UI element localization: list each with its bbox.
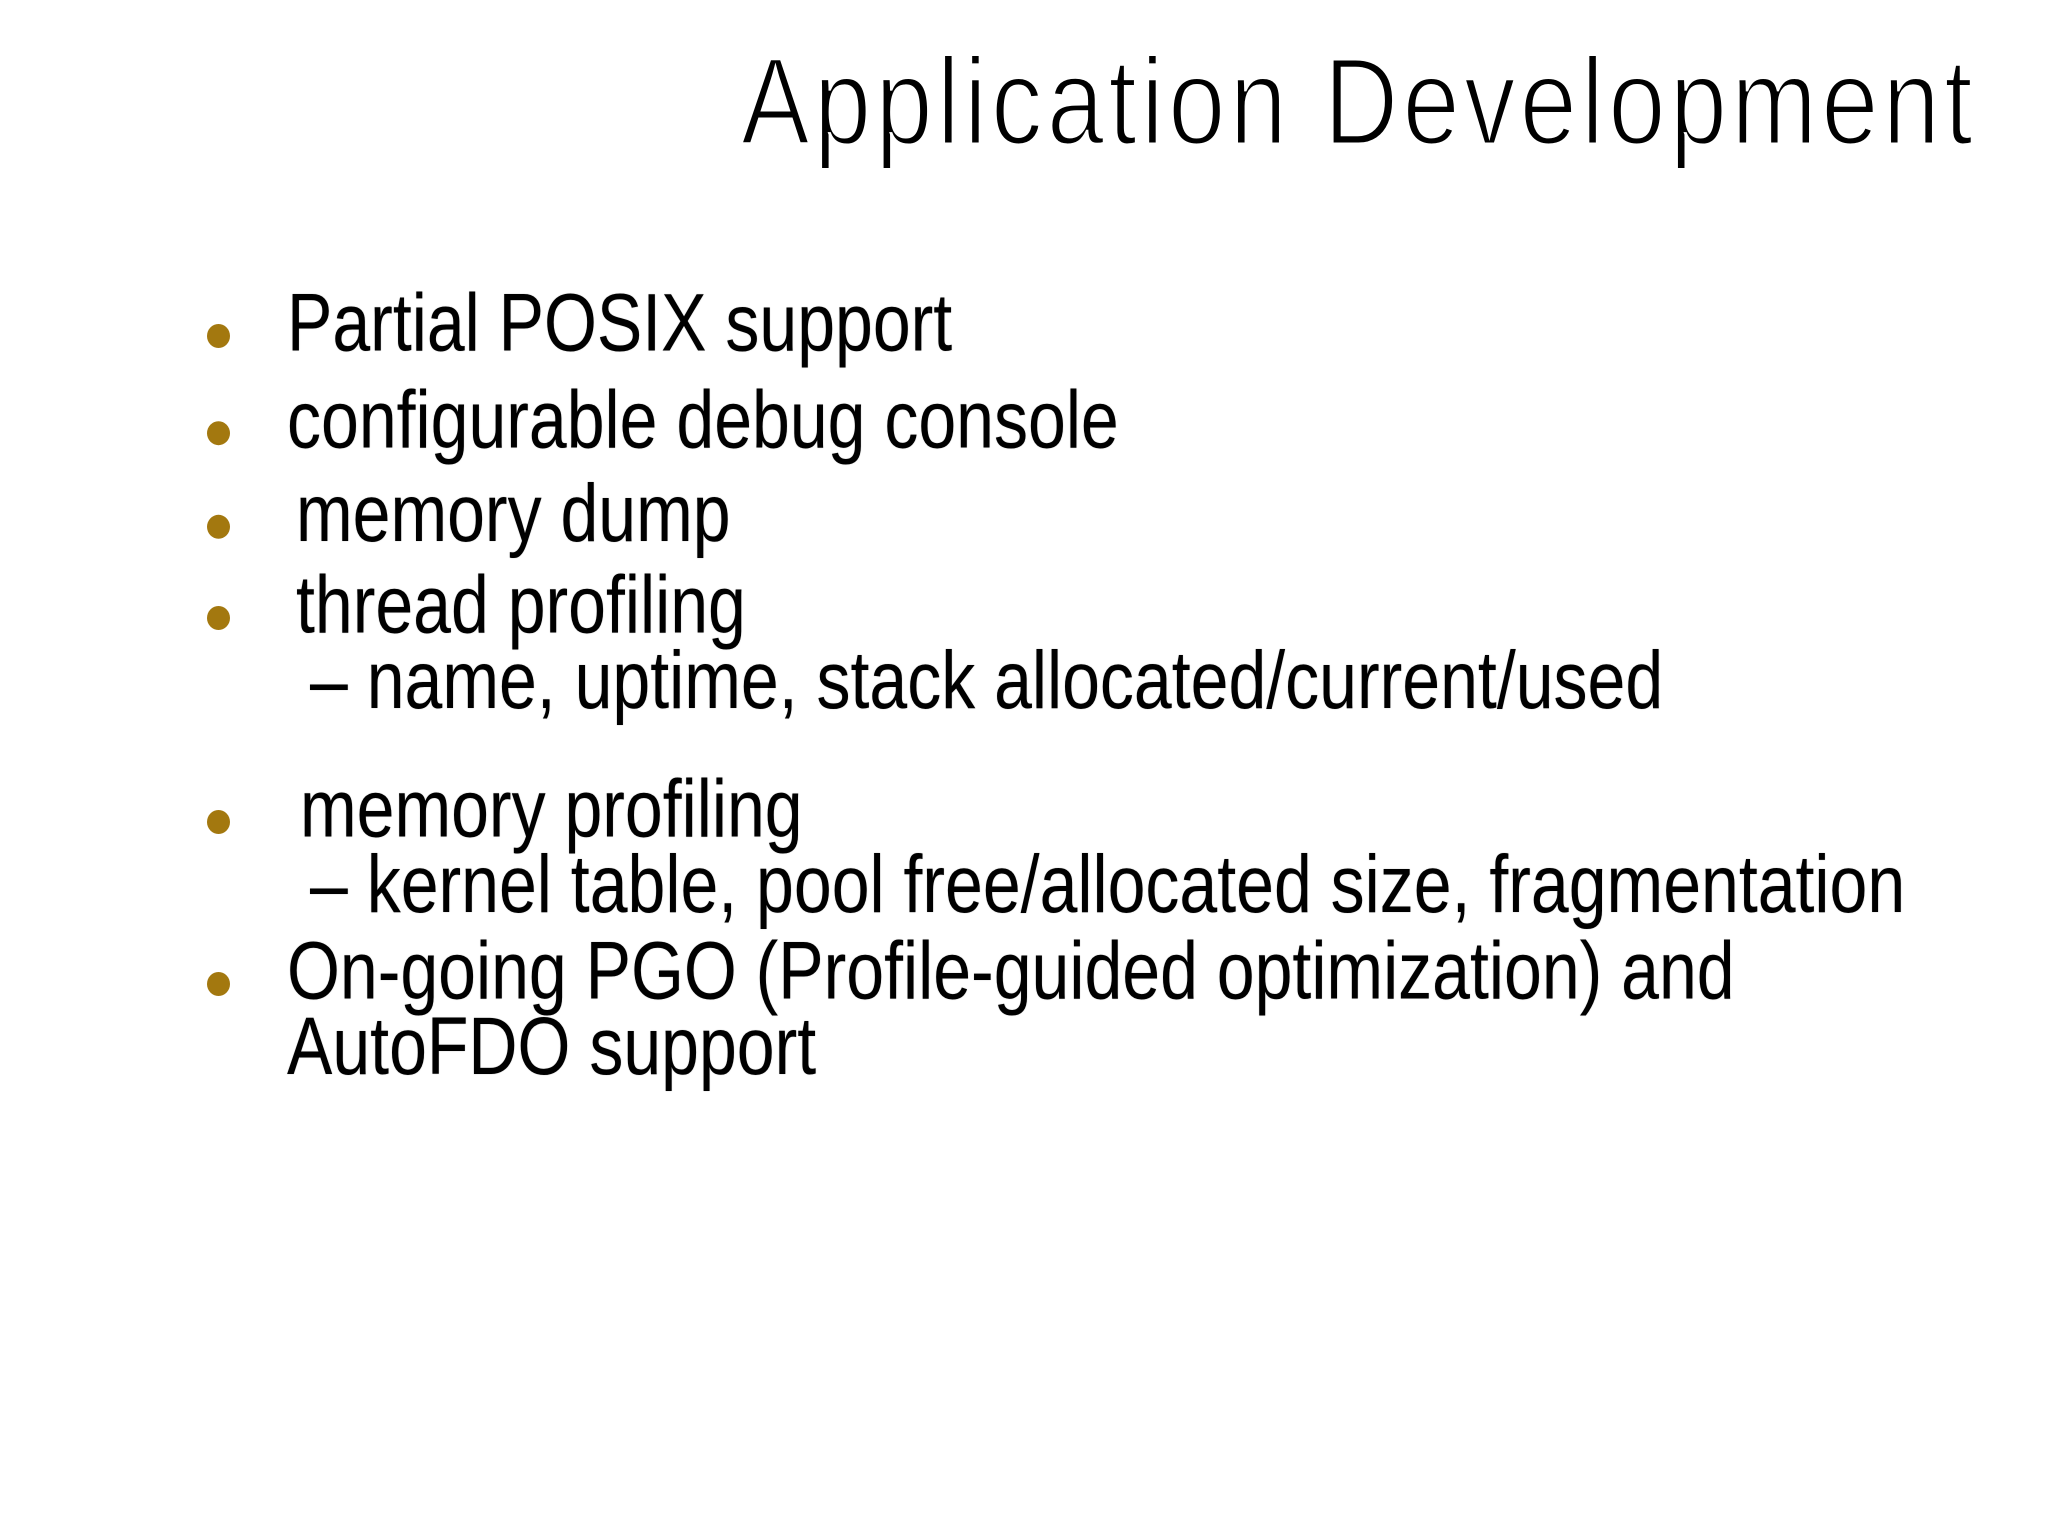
bullet-item-thread-profiling: thread profiling – name, uptime, stack a… — [207, 559, 1664, 726]
bullet-dot-icon — [207, 324, 230, 348]
bullet-item-memory-profiling: memory profiling – kernel table, pool fr… — [207, 763, 1906, 930]
bullet-text: memory profiling — [300, 763, 803, 855]
bullet-dot-icon — [207, 972, 230, 997]
bullet-text: configurable debug console — [287, 374, 1119, 466]
bullet-dot-icon — [207, 421, 230, 446]
bullet-text: memory dump — [296, 468, 731, 560]
bullet-dot-icon — [207, 606, 230, 630]
bullet-text: Partial POSIX support — [287, 277, 953, 369]
bullet-subtext: – name, uptime, stack allocated/current/… — [310, 634, 1664, 726]
bullet-item-memory-dump: memory dump — [207, 468, 731, 560]
bullet-item-posix: Partial POSIX support — [207, 277, 953, 369]
bullet-text: thread profiling — [296, 559, 746, 651]
bullet-subtext: – kernel table, pool free/allocated size… — [310, 838, 1906, 930]
bullet-text-line2: AutoFDO support — [287, 1000, 817, 1092]
slide-title: Application Development — [740, 31, 1977, 172]
bullet-item-pgo-autofdo: On-going PGO (Profile-guided optimizatio… — [207, 925, 1735, 1092]
bullet-dot-icon — [207, 514, 230, 539]
bullet-item-debug-console: configurable debug console — [207, 374, 1119, 466]
bullet-dot-icon — [207, 810, 230, 835]
bullet-text: On-going PGO (Profile-guided optimizatio… — [287, 925, 1735, 1017]
